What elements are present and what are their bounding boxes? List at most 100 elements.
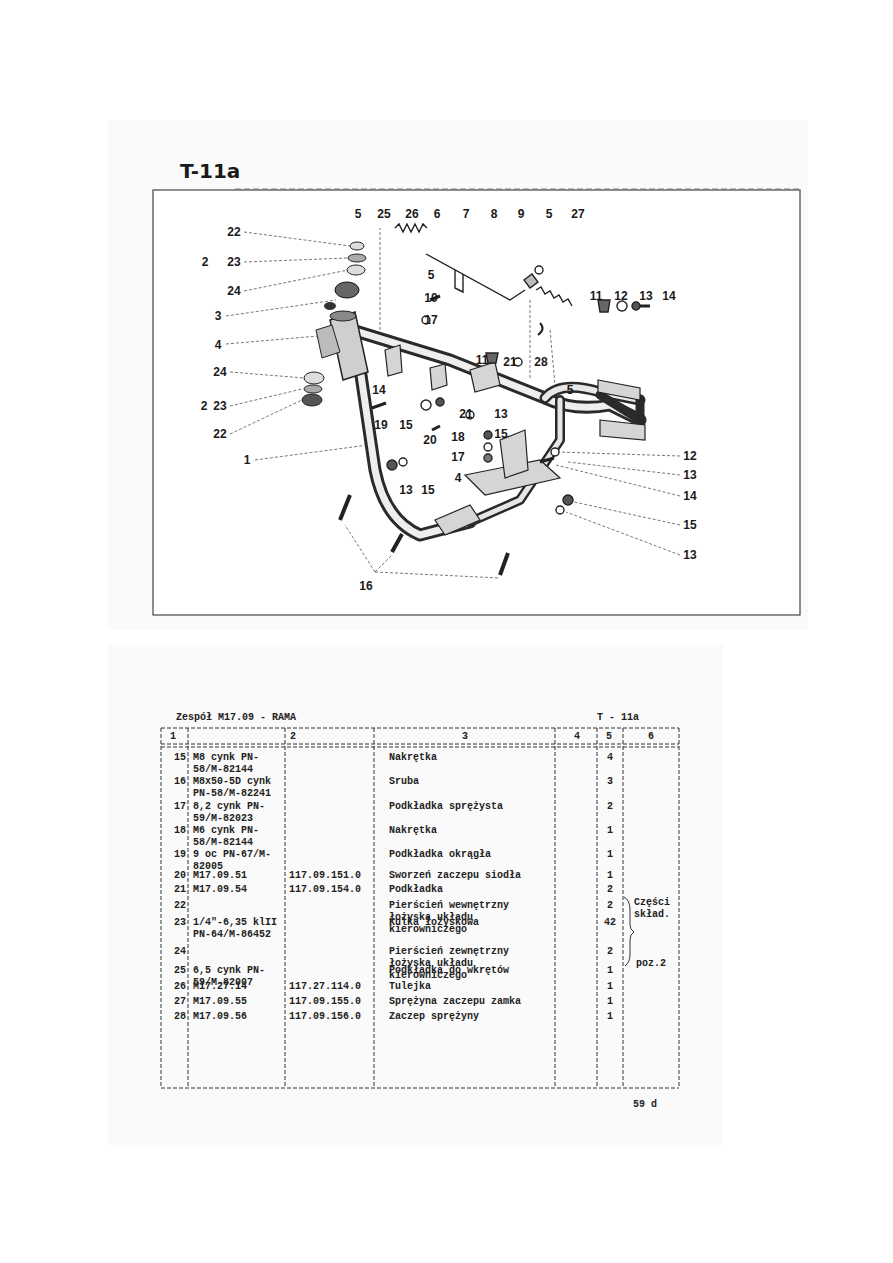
column-number: 5 <box>606 731 612 743</box>
table-cell: 28 <box>164 1011 186 1023</box>
callout-number: 21 <box>459 408 472 421</box>
column-number: 1 <box>170 731 176 743</box>
callout-number: 6 <box>434 208 441 221</box>
callout-number: 15 <box>683 519 696 532</box>
callout-number: 11 <box>590 290 603 303</box>
callout-number: 8 <box>491 208 498 221</box>
callout-number: 5 <box>355 208 362 221</box>
table-rules <box>161 728 679 1088</box>
callout-number: 16 <box>359 580 372 593</box>
callout-number: 22 <box>227 226 240 239</box>
callout-number: 13 <box>399 484 412 497</box>
table-cell: 117.27.114.0 <box>289 981 373 993</box>
table-cell: 8,2 cynk PN-59/M-82023 <box>193 801 285 825</box>
table-cell: 1/4"-6,35 klII PN-64/M-86452 <box>193 917 285 941</box>
callout-number: 21 <box>503 356 516 369</box>
callout-number: 22 <box>213 428 226 441</box>
callout-number: 5 <box>428 269 435 282</box>
table-cell: 4 <box>598 752 622 764</box>
callout-number: 14 <box>662 290 675 303</box>
table-cell: 1 <box>598 981 622 993</box>
callout-number: 26 <box>405 208 418 221</box>
table-cell: 22 <box>164 900 186 912</box>
table-cell: Nakrętka <box>389 752 557 764</box>
leader-lines <box>226 228 680 578</box>
callout-number: 23 <box>213 400 226 413</box>
callout-number: 15 <box>399 419 412 432</box>
page-title: T-11a <box>180 160 240 182</box>
table-cell: Sworzeń zaczepu siodła <box>389 870 557 882</box>
table-note: Części skład. <box>634 897 678 921</box>
scan-ground <box>108 645 723 1145</box>
table-cell: 19 <box>164 849 186 861</box>
callout-number: 2 <box>202 256 209 269</box>
callout-number: 13 <box>683 549 696 562</box>
column-number: 6 <box>648 731 654 743</box>
table-cell: 2 <box>598 801 622 813</box>
table-cell: 117.09.155.0 <box>289 996 373 1008</box>
table-cell: 1 <box>598 825 622 837</box>
column-number: 4 <box>574 731 580 743</box>
table-cell: 117.09.156.0 <box>289 1011 373 1023</box>
table-cell: 20 <box>164 870 186 882</box>
table-cell: 42 <box>598 917 622 929</box>
callout-number: 7 <box>463 208 470 221</box>
table-cell: 24 <box>164 946 186 958</box>
table-cell: 1 <box>598 870 622 882</box>
callout-number: 19 <box>374 419 387 432</box>
callout-number: 3 <box>215 310 222 323</box>
table-cell: 16 <box>164 776 186 788</box>
callout-number: 4 <box>455 472 462 485</box>
frame-tubes <box>352 330 640 535</box>
loose-parts <box>340 224 650 575</box>
table-cell: M17.09.56 <box>193 1011 285 1023</box>
table-cell: 1 <box>598 965 622 977</box>
callout-number: 9 <box>518 208 525 221</box>
callout-number: 2 <box>201 400 208 413</box>
brackets <box>385 345 645 535</box>
column-number: 2 <box>290 731 296 743</box>
callout-number: 5 <box>567 384 574 397</box>
table-cell: Zaczep sprężyny <box>389 1011 557 1023</box>
table-cell: 26 <box>164 981 186 993</box>
table-cell: Podkładka do wkrętów <box>389 965 557 977</box>
table-cell: M17.09.51 <box>193 870 285 882</box>
table-cell: M8 cynk PN-58/M-82144 <box>193 752 285 776</box>
table-cell: 23 <box>164 917 186 929</box>
rule <box>235 189 800 190</box>
callout-number: 17 <box>424 314 437 327</box>
table-cell: 3 <box>598 776 622 788</box>
table-note: poz.2 <box>636 958 666 970</box>
table-cell: Sruba <box>389 776 557 788</box>
table-cell: Podkładka okrągła <box>389 849 557 861</box>
callout-number: 20 <box>423 434 436 447</box>
table-cell: 1 <box>598 996 622 1008</box>
callout-number: 13 <box>494 408 507 421</box>
table-cell: Pierścień zewnętrzny łożyska układu kier… <box>389 946 557 982</box>
picture-frame <box>153 190 800 615</box>
callout-number: 15 <box>421 484 434 497</box>
table-cell: 117.09.151.0 <box>289 870 373 882</box>
table-cell: Kulka łożyskowa <box>389 917 557 929</box>
table-cell: Podkładka <box>389 884 557 896</box>
table-cell: 9 oc PN-67/M-82005 <box>193 849 285 873</box>
callout-number: 23 <box>227 256 240 269</box>
scan-ground <box>108 120 808 630</box>
table-heading: Zespół M17.09 - RAMA <box>176 712 296 724</box>
callout-number: 28 <box>534 356 547 369</box>
table-cell: 2 <box>598 946 622 958</box>
table-cell: 2 <box>598 900 622 912</box>
table-heading: T - 11a <box>597 712 639 724</box>
bearing-rings <box>302 242 366 406</box>
table-cell: 27 <box>164 996 186 1008</box>
table-cell: M17.09.55 <box>193 996 285 1008</box>
table-cell: 15 <box>164 752 186 764</box>
callout-number: 13 <box>639 290 652 303</box>
callout-number: 14 <box>372 384 385 397</box>
callout-number: 27 <box>571 208 584 221</box>
callout-number: 12 <box>683 450 696 463</box>
table-cell: Podkładka sprężysta <box>389 801 557 813</box>
